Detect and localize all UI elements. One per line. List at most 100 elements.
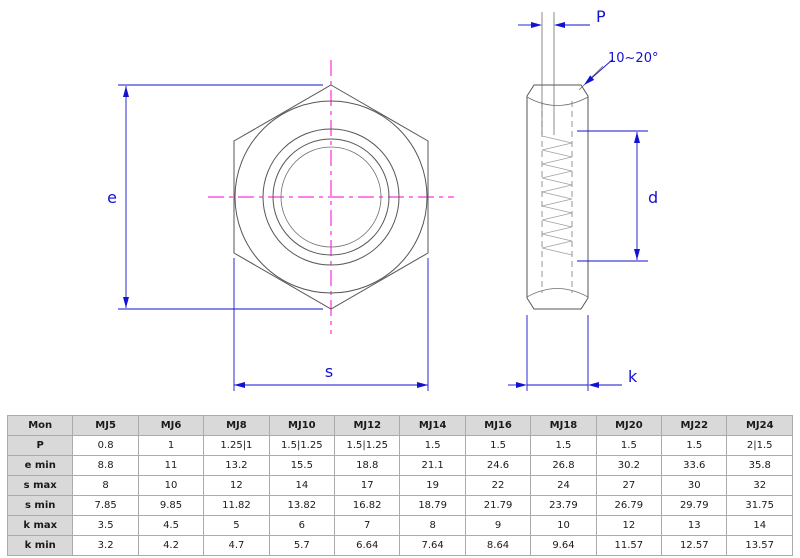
- arrowhead-down-icon: [634, 249, 640, 260]
- table-header-cell: MJ16: [464, 415, 532, 436]
- value-cell: 4.2: [137, 535, 205, 556]
- value-cell: 16.82: [334, 495, 401, 516]
- angle-label: 10~20°: [608, 51, 658, 66]
- value-cell: 35.8: [726, 455, 793, 476]
- value-cell: 7: [334, 515, 401, 536]
- value-cell: 22: [464, 475, 532, 496]
- table-header-cell: MJ20: [595, 415, 663, 436]
- value-cell: 10: [530, 515, 597, 536]
- value-cell: 2|1.5: [726, 435, 793, 456]
- dimension-k: k: [508, 315, 638, 391]
- arrowhead-left-icon: [554, 22, 565, 28]
- value-cell: 5: [203, 515, 270, 536]
- dimension-e: e: [107, 84, 323, 310]
- table-header-cell: MJ22: [661, 415, 728, 436]
- thread-outer-circle: [262, 128, 400, 266]
- value-cell: 1.5: [661, 435, 728, 456]
- arrowhead-up-icon: [634, 132, 640, 143]
- arrowhead-right-icon: [516, 382, 527, 388]
- side-outline: [526, 84, 589, 310]
- value-cell: 13.82: [268, 495, 336, 516]
- value-cell: 1.5: [595, 435, 663, 456]
- value-cell: 18.8: [334, 455, 401, 476]
- value-cell: 24: [530, 475, 597, 496]
- value-cell: 10: [137, 475, 205, 496]
- value-cell: 11.82: [203, 495, 270, 516]
- annotation-chamfer-angle: 10~20°: [584, 51, 658, 85]
- dimension-d: d: [577, 130, 658, 262]
- value-cell: 18.79: [399, 495, 466, 516]
- value-cell: 12.57: [661, 535, 728, 556]
- value-cell: 24.6: [464, 455, 532, 476]
- value-cell: 9.85: [137, 495, 205, 516]
- row-label-cell: k max: [6, 515, 74, 536]
- value-cell: 14: [726, 515, 793, 536]
- value-cell: 4.7: [203, 535, 270, 556]
- value-cell: 31.75: [726, 495, 793, 516]
- arrowhead-left-icon: [588, 382, 599, 388]
- value-cell: 19: [399, 475, 466, 496]
- dimension-p: P: [518, 7, 606, 28]
- table-header-cell: MJ6: [137, 415, 205, 436]
- value-cell: 6: [268, 515, 336, 536]
- arrowhead-leader-icon: [584, 75, 595, 85]
- row-label-cell: s min: [6, 495, 74, 516]
- value-cell: 30: [661, 475, 728, 496]
- value-cell: 4.5: [137, 515, 205, 536]
- value-cell: 5.7: [268, 535, 336, 556]
- value-cell: 11: [137, 455, 205, 476]
- technical-drawing: e s: [107, 7, 659, 391]
- value-cell: 3.2: [72, 535, 139, 556]
- hex-nut-side-view: [526, 12, 604, 310]
- arrowhead-right-icon: [531, 22, 542, 28]
- bore-circle: [280, 146, 382, 248]
- value-cell: 9: [464, 515, 532, 536]
- table-header-cell: MJ8: [203, 415, 270, 436]
- value-cell: 0.8: [72, 435, 139, 456]
- table-header-cell: MJ18: [530, 415, 597, 436]
- value-cell: 23.79: [530, 495, 597, 516]
- hex-nut-front-view: [208, 60, 454, 334]
- row-label-cell: k min: [6, 535, 74, 556]
- value-cell: 12: [203, 475, 270, 496]
- value-cell: 13.2: [203, 455, 270, 476]
- row-label-cell: e min: [6, 455, 74, 476]
- value-cell: 8: [72, 475, 139, 496]
- value-cell: 21.79: [464, 495, 532, 516]
- arrowhead-left-icon: [234, 382, 245, 388]
- value-cell: 7.64: [399, 535, 466, 556]
- value-cell: 17: [334, 475, 401, 496]
- value-cell: 11.57: [595, 535, 663, 556]
- thread-inner-circle: [272, 138, 390, 256]
- dim-label-e: e: [107, 188, 117, 207]
- row-label-cell: P: [6, 435, 74, 456]
- dim-label-d: d: [648, 188, 658, 207]
- dim-label-k: k: [628, 367, 638, 386]
- value-cell: 15.5: [268, 455, 336, 476]
- value-cell: 1.5: [530, 435, 597, 456]
- hexagon-outline: [233, 84, 429, 310]
- table-header-cell: MJ5: [72, 415, 139, 436]
- value-cell: 1.25|1: [203, 435, 270, 456]
- value-cell: 27: [595, 475, 663, 496]
- value-cell: 12: [595, 515, 663, 536]
- value-cell: 1.5|1.25: [334, 435, 401, 456]
- table-header-cell: MJ10: [268, 415, 336, 436]
- value-cell: 30.2: [595, 455, 663, 476]
- value-cell: 1.5: [464, 435, 532, 456]
- value-cell: 3.5: [72, 515, 139, 536]
- value-cell: 14: [268, 475, 336, 496]
- value-cell: 1.5: [399, 435, 466, 456]
- value-cell: 7.85: [72, 495, 139, 516]
- table-header-cell: MJ12: [334, 415, 401, 436]
- bottom-chamfer-arc: [526, 288, 589, 298]
